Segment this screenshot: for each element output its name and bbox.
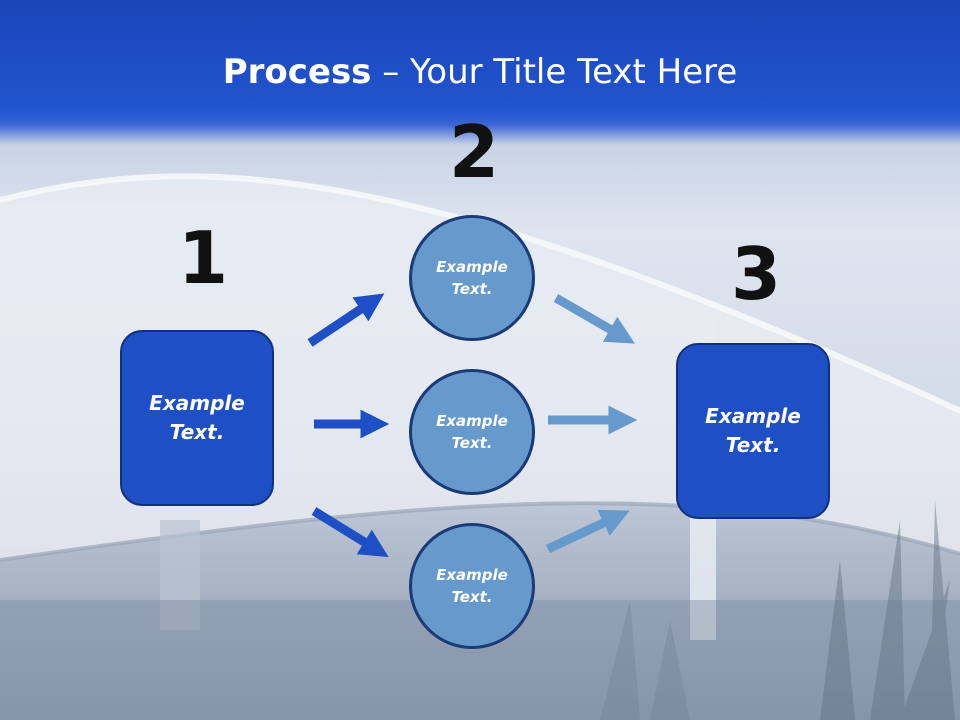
circle-bottom: Example Text. <box>409 523 535 649</box>
box-right-text: Example Text. <box>705 404 801 457</box>
step-number-1: 1 <box>178 216 229 300</box>
step-number-2: 2 <box>449 110 500 194</box>
circle-middle-text: Example Text. <box>436 411 508 453</box>
circle-bottom-text: Example Text. <box>436 565 508 607</box>
slide-title: Process – Your Title Text Here <box>0 52 960 92</box>
arrow-left-to-bottom <box>311 507 389 558</box>
arrow-top-to-right <box>553 294 635 344</box>
box-left-text: Example Text. <box>149 391 245 444</box>
circle-middle: Example Text. <box>409 369 535 495</box>
circle-top-text: Example Text. <box>436 257 508 299</box>
title-rest: – Your Title Text Here <box>371 52 738 92</box>
arrow-bottom-to-right <box>546 509 630 554</box>
box-right: Example Text. <box>676 343 830 519</box>
circle-top: Example Text. <box>409 215 535 341</box>
box-left: Example Text. <box>120 330 274 506</box>
title-bold: Process <box>222 52 372 92</box>
arrow-left-to-top <box>307 293 385 347</box>
step-number-3: 3 <box>731 232 782 316</box>
